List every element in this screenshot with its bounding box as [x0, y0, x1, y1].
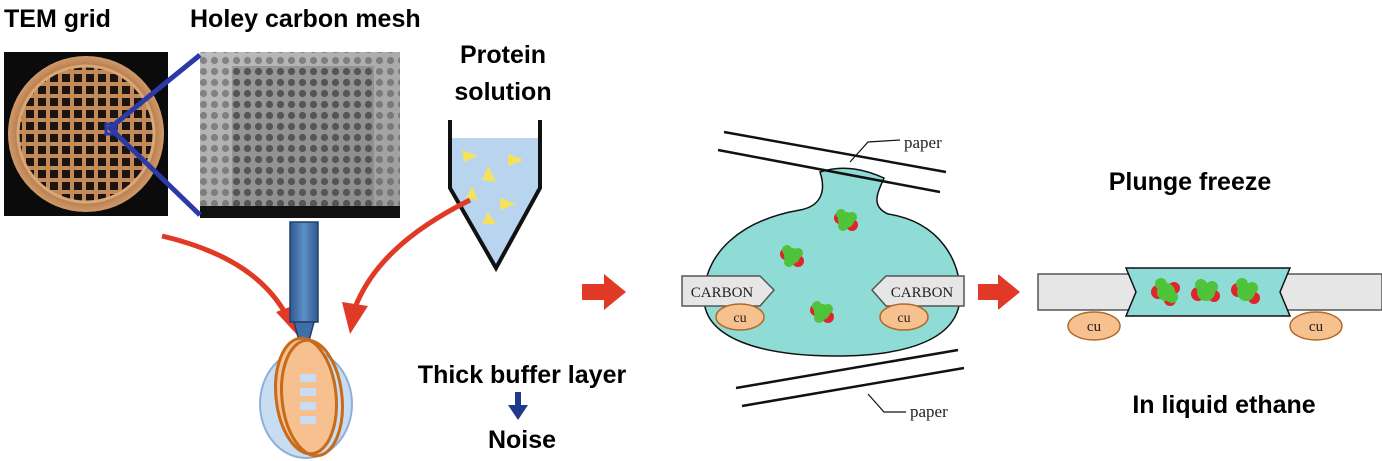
holey-carbon-mesh-label: Holey carbon mesh	[190, 5, 421, 33]
protein-particle	[834, 209, 858, 231]
blotting-diagram: paper paper CARBON CARBON cu cu	[681, 130, 965, 421]
copper-bar-left	[715, 303, 765, 331]
protein-particles	[462, 150, 524, 224]
cu-label-left: cu	[1087, 319, 1102, 335]
protein-particle	[1231, 278, 1260, 304]
carbon-film-right	[1273, 273, 1382, 311]
carbon-label-right: CARBON	[891, 285, 954, 301]
cu-label-left: cu	[733, 311, 746, 326]
tem-grid-image	[4, 52, 168, 216]
copper-bar-left	[1067, 311, 1121, 341]
noise-label: Noise	[488, 426, 556, 454]
holey-carbon-mesh-image	[200, 52, 400, 218]
zoom-lines	[104, 53, 202, 217]
carbon-support-left	[681, 275, 776, 307]
down-arrow	[508, 392, 528, 420]
copper-bar-right	[879, 303, 929, 331]
protein-solution-label-line1: Protein	[460, 41, 546, 69]
carbon-label-left: CARBON	[691, 285, 754, 301]
protein-particle	[810, 301, 834, 323]
thick-buffer-layer-label: Thick buffer layer	[418, 361, 627, 389]
carbon-film-left	[1037, 273, 1145, 311]
step-arrow-2	[978, 274, 1020, 310]
tweezer-with-grid	[259, 221, 353, 459]
transfer-arrows	[161, 197, 472, 320]
plunge-freeze-label: Plunge freeze	[1109, 168, 1272, 196]
protein-particle	[1151, 278, 1180, 306]
cu-label-right: cu	[897, 311, 910, 326]
tem-grid-label: TEM grid	[4, 5, 111, 33]
protein-particle	[780, 245, 804, 267]
protein-particle	[1191, 279, 1220, 302]
protein-solution-label-line2: solution	[454, 78, 551, 106]
vitrified-sample: cu cu	[1037, 267, 1382, 341]
step-arrow-1	[582, 274, 626, 310]
protein-solution-tube	[448, 120, 542, 273]
paper-label-top: paper	[904, 133, 942, 152]
carbon-support-right	[870, 275, 965, 307]
cu-label-right: cu	[1309, 319, 1324, 335]
paper-label-bottom: paper	[910, 402, 948, 421]
in-liquid-ethane-label: In liquid ethane	[1132, 391, 1315, 419]
arrowhead-right	[342, 302, 368, 334]
copper-bar-right	[1289, 311, 1343, 341]
